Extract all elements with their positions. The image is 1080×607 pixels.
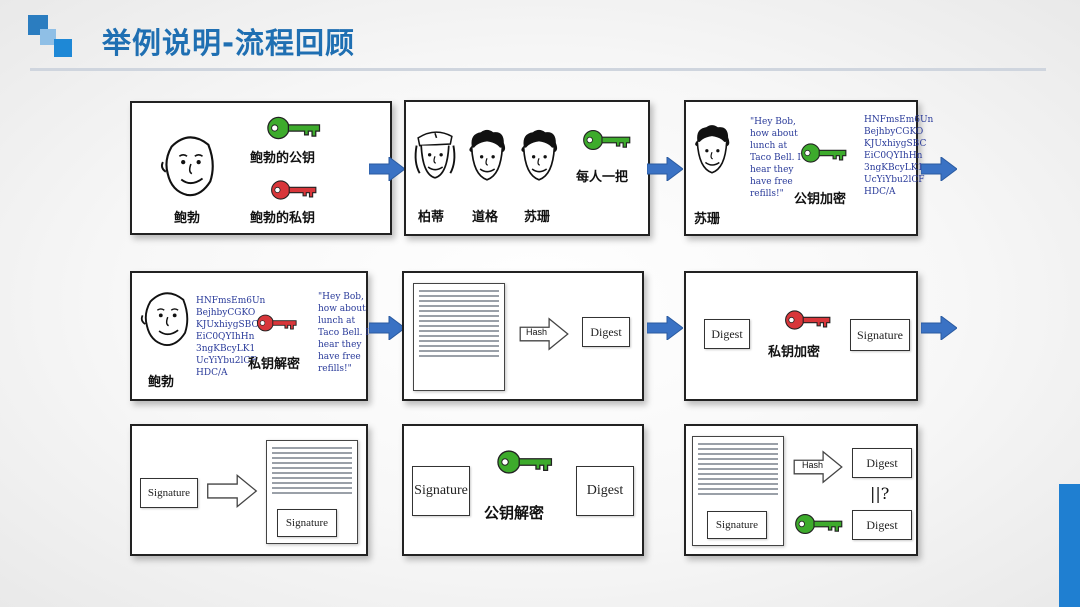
flow-arrow-icon	[647, 157, 683, 181]
digest-box: Digest	[704, 319, 750, 349]
panel-private-key-sign: Digest 私钥加密 Signature	[684, 271, 918, 401]
susan-name-label: 苏珊	[524, 210, 551, 225]
digest-box-top: Digest	[852, 448, 912, 478]
flow-arrow-icon	[921, 316, 957, 340]
green-key-icon	[582, 128, 632, 152]
public-key-decrypt-label: 公钥解密	[484, 504, 545, 522]
signature-box: Signature	[412, 466, 470, 516]
signed-document-icon: Signature	[266, 440, 358, 544]
document-icon	[413, 283, 505, 391]
digest-box: Digest	[576, 466, 634, 516]
logo	[28, 15, 74, 59]
doug-face-icon	[464, 116, 510, 196]
signature-box: Signature	[707, 511, 767, 539]
digest-box-bottom: Digest	[852, 510, 912, 540]
plaintext-message: "Hey Bob, how about lunch at Taco Bell. …	[318, 292, 369, 374]
green-key-icon	[266, 115, 322, 141]
public-key-encrypt-label: 公钥加密	[794, 192, 847, 207]
panel-public-key-encrypt: 苏珊 "Hey Bob, how about lunch at Taco Bel…	[684, 100, 933, 236]
berty-face-icon	[412, 108, 458, 200]
private-key-decrypt-label: 私钥解密	[248, 357, 301, 372]
private-key-label: 鲍勃的私钥	[250, 211, 316, 226]
susan-face-icon	[516, 116, 562, 196]
hash-label: Hash	[526, 327, 548, 337]
doug-name-label: 道格	[472, 210, 499, 225]
signature-box: Signature	[277, 509, 337, 537]
panel-attach-signature: Signature Signature	[130, 424, 368, 556]
flow-arrow-icon	[921, 157, 957, 181]
berty-name-label: 柏蒂	[418, 210, 445, 225]
panel-private-key-decrypt: 鲍勃 HNFmsEm6Un BejhbyCGKO KJUxhiygSBC EiC…	[130, 271, 369, 401]
each-one-label: 每人一把	[576, 170, 629, 185]
bob-face-icon	[160, 131, 218, 199]
digest-box: Digest	[582, 317, 630, 347]
panel-verify: Signature Hash Digest ||? Digest	[684, 424, 918, 556]
flow-arrow-icon	[647, 316, 683, 340]
signature-box: Signature	[140, 478, 198, 508]
compare-label: ||?	[870, 484, 890, 503]
bob-face-icon	[140, 287, 192, 349]
red-key-icon	[784, 309, 832, 331]
attach-arrow-icon	[206, 472, 258, 510]
side-accent-bar	[1059, 484, 1080, 607]
signature-box: Signature	[850, 319, 910, 351]
red-key-icon	[270, 179, 318, 201]
title-divider	[30, 68, 1046, 71]
signed-document-icon: Signature	[692, 436, 784, 546]
green-key-icon	[794, 512, 844, 536]
plaintext-message: "Hey Bob, how about lunch at Taco Bell. …	[750, 117, 801, 199]
bob-name-label: 鲍勃	[148, 375, 175, 390]
panel-public-key-decrypt: Signature 公钥解密 Digest	[402, 424, 644, 556]
private-key-encrypt-label: 私钥加密	[768, 345, 821, 360]
panel-bob-keys: 鲍勃 鲍勃的公钥 鲍勃的私钥	[130, 101, 392, 235]
flow-arrow-icon	[369, 157, 405, 181]
ciphertext: HNFmsEm6Un BejhbyCGKO KJUxhiygSBC EiC0QY…	[196, 296, 266, 378]
page-title: 举例说明-流程回顾	[102, 26, 356, 60]
panel-distribute-public-key: 柏蒂 道格 苏珊 每人一把	[404, 100, 650, 236]
red-key-icon	[256, 313, 298, 333]
green-key-icon	[800, 142, 848, 164]
panel-hash-digest: Hash Digest	[402, 271, 644, 401]
ciphertext: HNFmsEm6Un BejhbyCGKO KJUxhiygSBC EiC0QY…	[864, 115, 934, 197]
susan-face-icon	[690, 110, 734, 190]
susan-name-label: 苏珊	[694, 212, 721, 227]
public-key-label: 鲍勃的公钥	[250, 151, 316, 166]
flow-arrow-icon	[369, 316, 405, 340]
hash-label: Hash	[802, 460, 824, 470]
bob-name-label: 鲍勃	[174, 211, 201, 226]
green-key-icon	[496, 448, 554, 476]
